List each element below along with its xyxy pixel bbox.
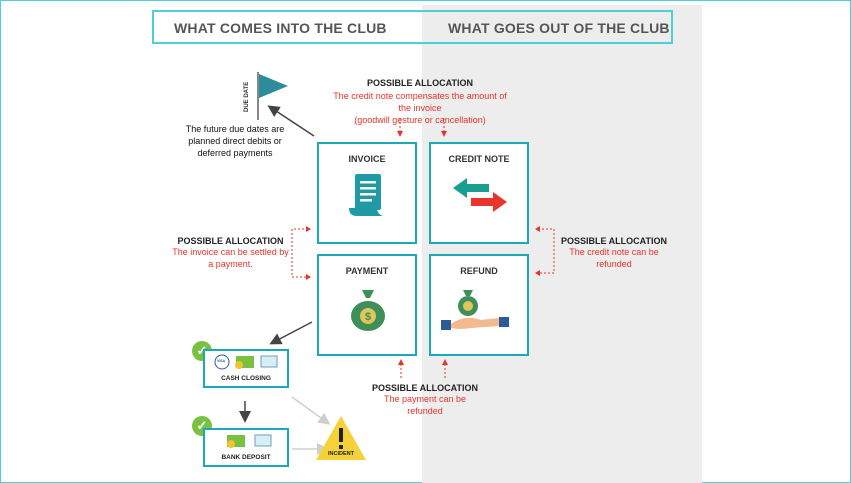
header-banner: WHAT COMES INTO THE CLUB WHAT GOES OUT O…: [152, 10, 673, 44]
due-date-flag-label: DUE DATE: [244, 81, 250, 112]
allocation-bottom: POSSIBLE ALLOCATION The payment can be r…: [360, 383, 490, 417]
allocation-top-line-1: The credit note compensates the amount o…: [333, 91, 507, 101]
outgoing-zone-background: [422, 5, 702, 483]
credit-note-title: CREDIT NOTE: [448, 154, 510, 164]
payment-methods-icon: [214, 354, 278, 370]
due-date-note-line-2: planned direct debits or: [188, 136, 282, 146]
invoice-title: INVOICE: [348, 154, 386, 164]
hand-money-icon: [441, 290, 509, 330]
incident-label: INCIDENT: [328, 451, 354, 457]
allocation-top-line-2: the invoice: [398, 103, 442, 113]
cash-and-card-icon: [227, 434, 272, 448]
allocation-bottom-title: POSSIBLE ALLOCATION: [371, 383, 478, 393]
allocation-left-title: POSSIBLE ALLOCATION: [177, 236, 284, 246]
due-date-flag-icon: [257, 72, 288, 120]
invoice-document-icon: [349, 174, 383, 216]
refund-card[interactable]: REFUND: [429, 254, 529, 356]
allocation-bottom-line-2: refunded: [407, 406, 443, 416]
allocation-right-line-2: refunded: [596, 259, 632, 269]
refund-title: REFUND: [460, 266, 498, 276]
incoming-title: WHAT COMES INTO THE CLUB: [174, 20, 387, 36]
allocation-top-line-3: (goodwill gesture or cancellation): [354, 115, 486, 125]
allocation-top-title: POSSIBLE ALLOCATION: [366, 78, 473, 88]
incident-warning-icon: [316, 416, 366, 460]
allocation-left-line-2: a payment.: [208, 259, 253, 269]
header-right-shade: [422, 12, 671, 42]
due-date-note-line-3: deferred payments: [197, 148, 273, 158]
due-date-note-line-1: The future due dates are: [185, 124, 285, 134]
allocation-bottom-line-1: The payment can be: [383, 394, 467, 404]
allocation-right-title: POSSIBLE ALLOCATION: [560, 236, 667, 246]
svg-text:$: $: [365, 311, 371, 323]
payment-card[interactable]: PAYMENT $: [317, 254, 417, 356]
card-brand-label: VISA: [217, 359, 226, 363]
cash-closing-label: CASH CLOSING: [221, 375, 271, 382]
allocation-left: POSSIBLE ALLOCATION The invoice can be s…: [158, 236, 303, 270]
bank-deposit-box[interactable]: BANK DEPOSIT: [203, 428, 289, 467]
allocation-right-line-1: The credit note can be: [569, 247, 659, 257]
cash-closing-box[interactable]: VISA CASH CLOSING: [203, 349, 289, 388]
bank-deposit-label: BANK DEPOSIT: [221, 454, 271, 461]
allocation-right: POSSIBLE ALLOCATION The credit note can …: [556, 236, 672, 270]
invoice-card[interactable]: INVOICE: [317, 142, 417, 244]
money-bag-icon: $: [351, 290, 385, 331]
credit-note-card[interactable]: CREDIT NOTE: [429, 142, 529, 244]
outgoing-title: WHAT GOES OUT OF THE CLUB: [448, 20, 670, 36]
allocation-left-line-1: The invoice can be settled by: [172, 247, 289, 257]
due-date-note: The future due dates are planned direct …: [176, 123, 294, 159]
allocation-top: POSSIBLE ALLOCATION The credit note comp…: [300, 78, 540, 126]
payment-title: PAYMENT: [345, 266, 389, 276]
exchange-arrows-icon: [453, 178, 507, 212]
